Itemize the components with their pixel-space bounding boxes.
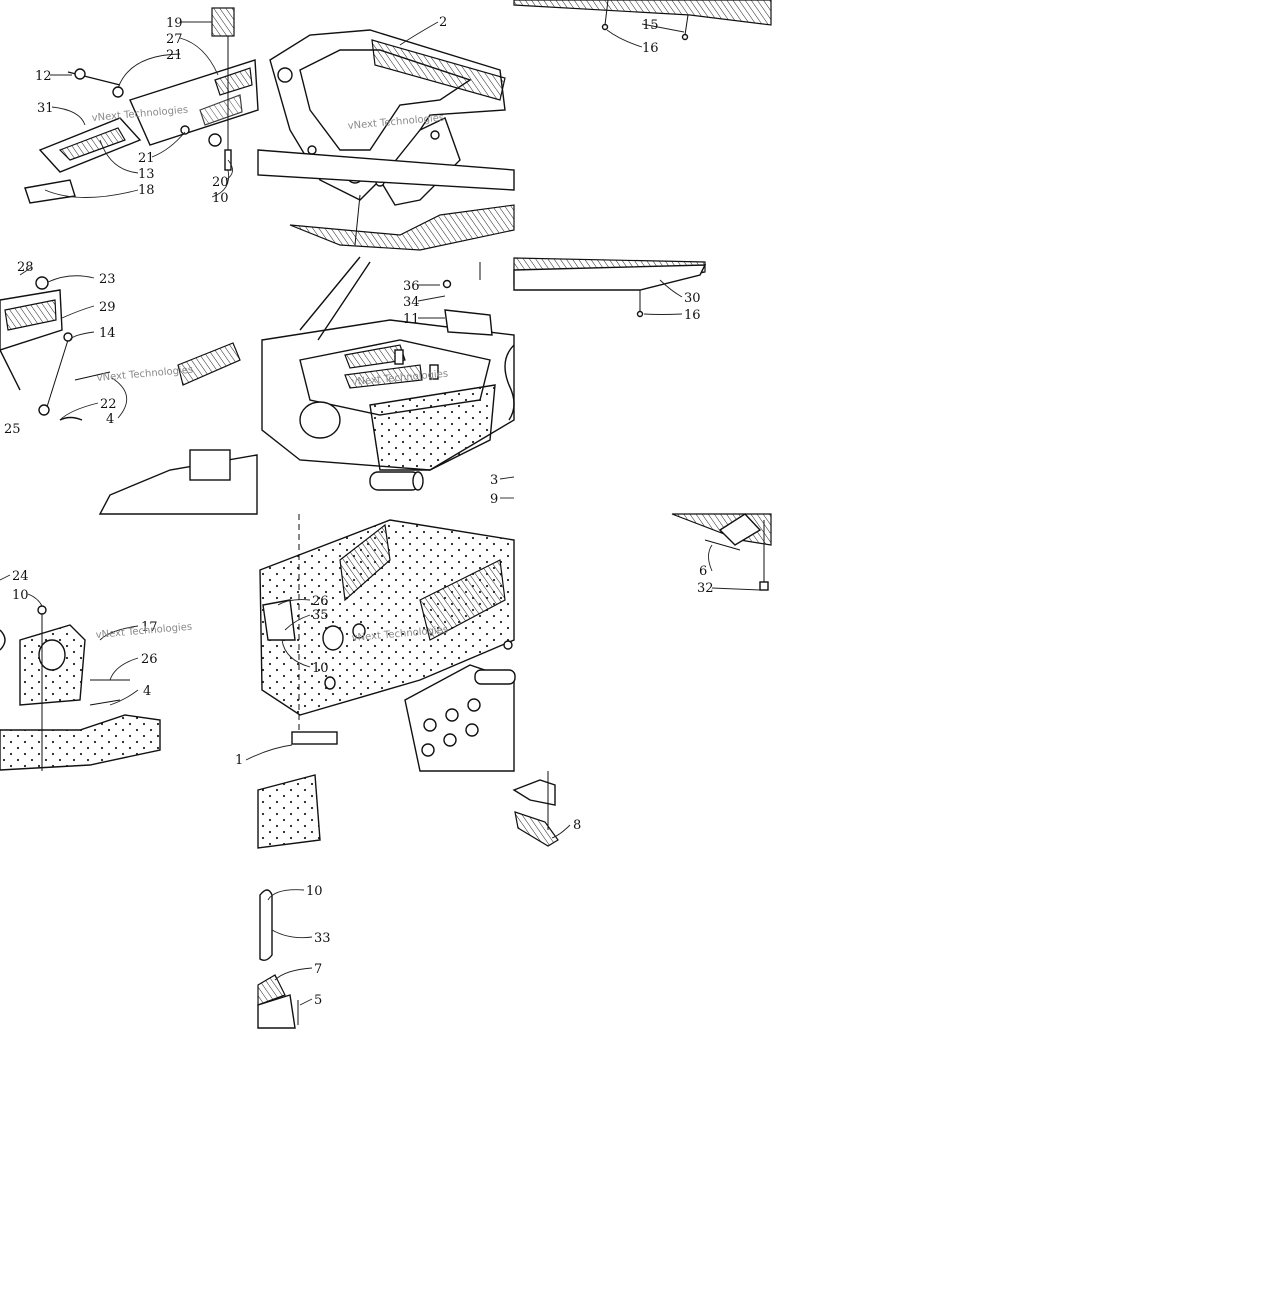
callout-28: 28 — [17, 260, 34, 275]
callout-10-bottom: 10 — [306, 884, 323, 899]
callout-12: 12 — [35, 69, 52, 84]
callout-20: 20 — [212, 175, 229, 190]
callout-27: 27 — [166, 32, 183, 47]
callout-24: 24 — [12, 569, 29, 584]
callout-25: 25 — [4, 422, 21, 437]
callout-14: 14 — [99, 326, 116, 341]
callout-10-left: 10 — [12, 588, 29, 603]
callout-22: 22 — [100, 397, 117, 412]
callout-3: 3 — [490, 473, 498, 488]
tile-top-pan — [513, 0, 772, 41]
callout-4-lower: 4 — [143, 684, 151, 699]
callout-16-top: 16 — [642, 41, 659, 56]
callout-2: 2 — [439, 15, 447, 30]
tile-handlebar-hoop — [257, 29, 515, 251]
callout-10: 10 — [212, 191, 229, 206]
callout-35: 35 — [312, 608, 329, 623]
tile-left-side — [0, 276, 258, 515]
callout-8: 8 — [573, 818, 581, 833]
leader-lines — [0, 21, 761, 1006]
callout-16-right: 16 — [684, 308, 701, 323]
callout-31: 31 — [37, 101, 54, 116]
callout-30: 30 — [684, 291, 701, 306]
callout-21-lower: 21 — [138, 151, 155, 166]
callout-34: 34 — [403, 295, 420, 310]
callout-26: 26 — [141, 652, 158, 667]
watermark-3: vNext Technologies — [96, 365, 193, 384]
callout-18: 18 — [138, 183, 155, 198]
callout-6: 6 — [699, 564, 707, 579]
callout-19: 19 — [166, 16, 183, 31]
tile-center-frame — [259, 514, 516, 772]
callout-4: 4 — [106, 412, 114, 427]
callout-1: 1 — [235, 753, 243, 768]
tile-left-bracket — [0, 605, 161, 771]
tile-foot-plate — [512, 771, 559, 847]
callout-11: 11 — [403, 312, 420, 327]
callout-15: 15 — [642, 18, 659, 33]
callout-9: 9 — [490, 492, 498, 507]
tile-right-bracket — [671, 513, 772, 591]
tile-right-pan — [504, 257, 707, 421]
callout-26-center: 26 — [312, 594, 329, 609]
callout-5: 5 — [314, 993, 322, 1008]
callout-7: 7 — [314, 962, 322, 977]
callout-10-center: 10 — [312, 661, 329, 676]
tile-lower-panels — [257, 774, 321, 1029]
callout-17: 17 — [141, 620, 158, 635]
callout-33: 33 — [314, 931, 331, 946]
callout-29: 29 — [99, 300, 116, 315]
callout-36: 36 — [403, 279, 420, 294]
callout-21: 21 — [166, 48, 183, 63]
callout-32: 32 — [697, 581, 714, 596]
callout-13: 13 — [138, 167, 155, 182]
callout-labels: 19 27 21 12 31 21 13 20 18 10 2 15 16 28… — [4, 15, 714, 1008]
callout-23: 23 — [99, 272, 116, 287]
tile-bulkhead — [261, 256, 515, 491]
